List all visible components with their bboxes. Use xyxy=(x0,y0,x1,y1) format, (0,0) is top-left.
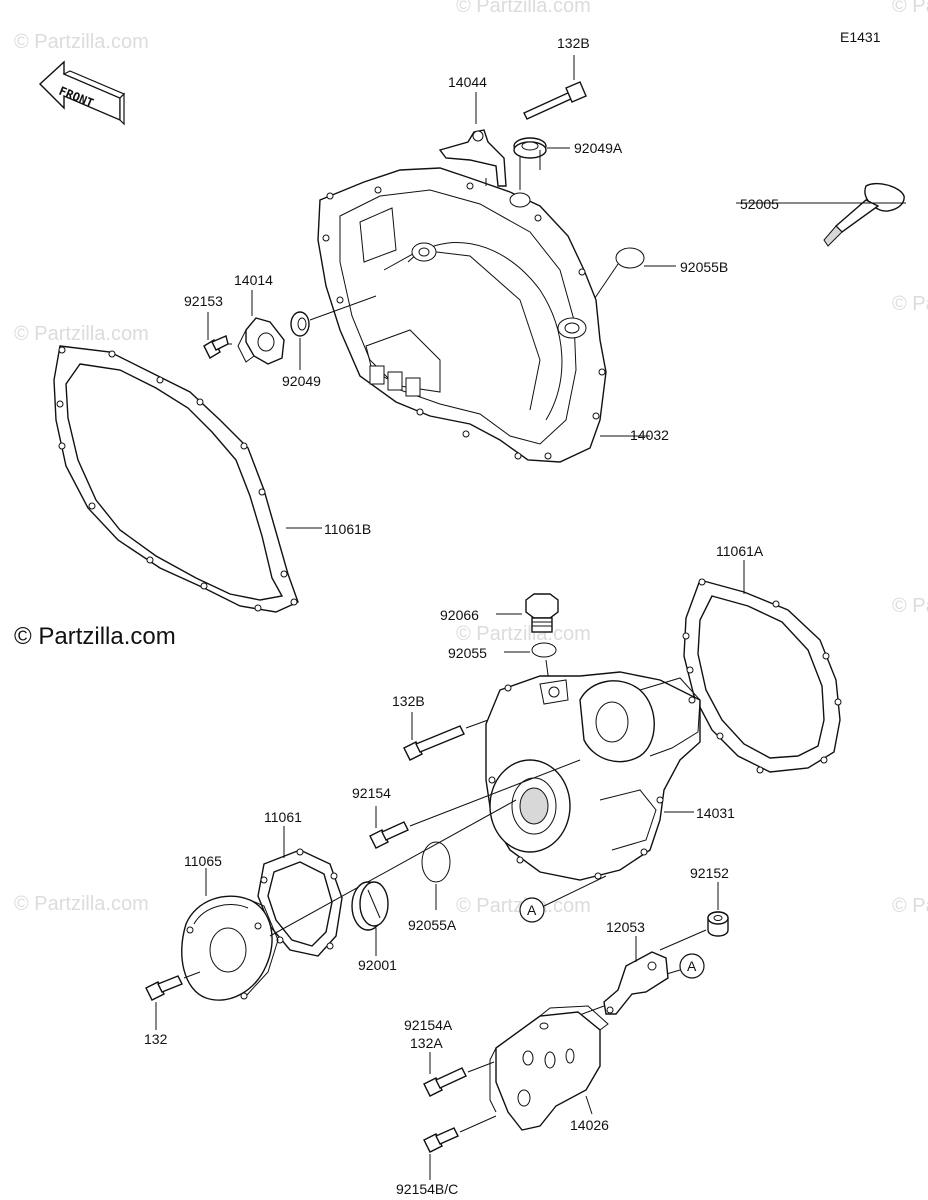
callout-92001: 92001 xyxy=(358,957,397,973)
plate-12053 xyxy=(565,936,669,1021)
bolt-132 xyxy=(145,971,201,1030)
clutch-cover-14032 xyxy=(317,150,650,463)
bolt-132B-top xyxy=(523,55,587,120)
diagram-code: E1431 xyxy=(840,29,881,45)
watermark: © Partzilla.com xyxy=(456,0,591,17)
gasket-11061B xyxy=(53,345,322,613)
watermark: © Partzilla.com xyxy=(892,0,928,17)
copyright-label: © Partzilla.com xyxy=(14,623,176,650)
callout-11065: 11065 xyxy=(184,853,222,869)
watermark: © Partzilla.com xyxy=(14,323,149,345)
callout-11061: 11061 xyxy=(264,809,302,825)
seal-92049 xyxy=(290,295,377,370)
callout-92055B: 92055B xyxy=(680,259,728,275)
callout-92055: 92055 xyxy=(448,645,487,661)
plate-14014 xyxy=(212,290,285,365)
bolt-132A-92154A xyxy=(423,1052,495,1097)
callout-12053: 12053 xyxy=(606,919,645,935)
oring-92055A xyxy=(421,841,451,910)
callout-92049: 92049 xyxy=(282,373,321,389)
watermark: © Partzilla.com xyxy=(892,895,928,917)
callout-14032: 14032 xyxy=(630,427,669,443)
callout-52005: 52005 xyxy=(740,196,779,212)
reference-label-A: A xyxy=(687,958,697,974)
callout-92066: 92066 xyxy=(440,607,479,623)
watermark: © Partzilla.com xyxy=(14,893,149,915)
bracket-14044 xyxy=(438,92,507,187)
dipstick-52005 xyxy=(736,182,906,247)
callout-14026: 14026 xyxy=(570,1117,609,1133)
callout-132: 132 xyxy=(144,1031,168,1047)
watermark: © Partzilla.com xyxy=(14,31,149,53)
collar-92152 xyxy=(659,882,729,951)
watermark: © Partzilla.com xyxy=(892,595,928,617)
callout-92055A: 92055A xyxy=(408,917,457,933)
watermark: © Partzilla.com xyxy=(892,293,928,315)
generator-cover-14031 xyxy=(485,671,701,881)
callout-92153: 92153 xyxy=(184,293,223,309)
oring-92055 xyxy=(504,642,557,691)
callout-92154BC: 92154B/C xyxy=(396,1181,458,1197)
watermark: © Partzilla.com xyxy=(456,623,591,645)
callout-14031: 14031 xyxy=(696,805,735,821)
reference-label-A: A xyxy=(527,902,537,918)
gasket-11061A xyxy=(682,560,842,774)
callout-14014: 14014 xyxy=(234,272,273,288)
plug-92066 xyxy=(496,593,559,633)
bolt-92154BC xyxy=(423,1115,497,1180)
reference-marker-A xyxy=(659,953,705,979)
callout-92154A: 92154A xyxy=(404,1017,453,1033)
callout-14044: 14044 xyxy=(448,74,487,90)
bolt-92153 xyxy=(203,312,229,359)
callout-132B-top: 132B xyxy=(557,35,590,51)
bolt-92154 xyxy=(369,759,581,849)
front-arrow-icon: FRONT xyxy=(38,60,126,126)
guard-14026 xyxy=(489,1005,609,1131)
cover-11065 xyxy=(181,799,517,1001)
seal-92049A xyxy=(513,137,570,190)
reference-marker-A xyxy=(519,875,607,923)
callout-132B-mid: 132B xyxy=(392,693,425,709)
callout-11061B: 11061B xyxy=(324,521,371,537)
callout-92049A: 92049A xyxy=(574,140,623,156)
plug-92001 xyxy=(351,881,389,956)
callout-132A: 132A xyxy=(410,1035,443,1051)
callout-92152: 92152 xyxy=(690,865,729,881)
callout-92154: 92154 xyxy=(352,785,391,801)
callout-11061A: 11061A xyxy=(716,543,764,559)
